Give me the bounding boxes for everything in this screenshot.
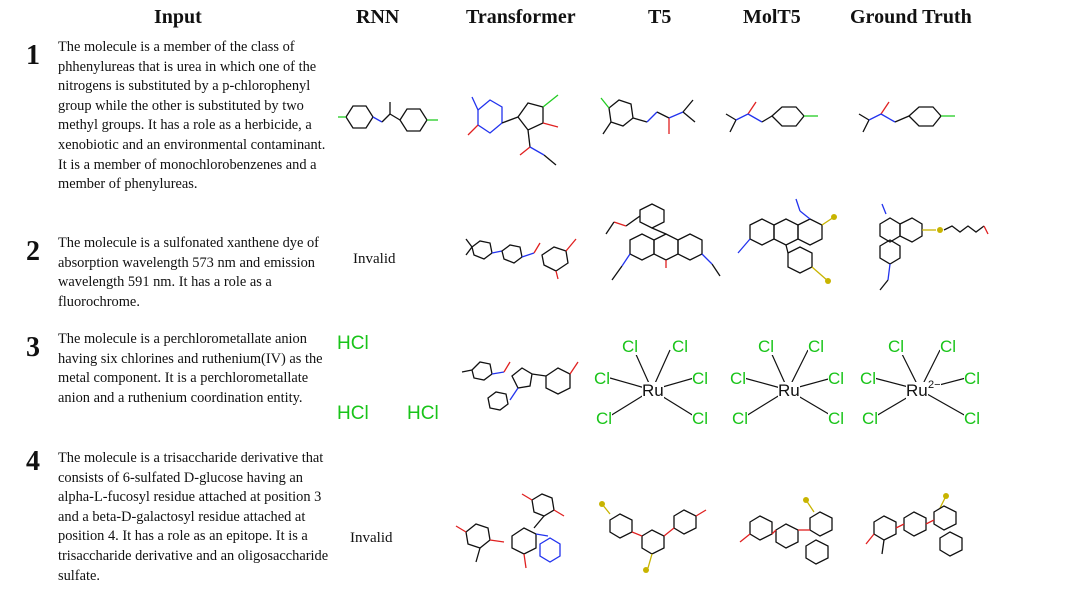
row-4-rnn-invalid: Invalid — [350, 530, 393, 546]
row-3-rnn-hcl-3: HCl — [407, 403, 439, 424]
row-3-molt5-ru-complex: Ru Cl Cl Cl Cl Cl Cl — [730, 337, 845, 428]
row-4-transformer-molecule — [455, 493, 565, 569]
row-2-description: The molecule is a sulfonated xanthene dy… — [58, 235, 319, 310]
row-1-description: The molecule is a member of the class of… — [58, 39, 326, 193]
row-3-ground-truth-ru-complex: Ru 2− Cl Cl Cl Cl Cl Cl — [860, 337, 981, 428]
row-3-rnn-hcl-1: HCl — [337, 333, 369, 354]
row-1-ground-truth-molecule — [858, 101, 955, 133]
row-1-t5-molecule — [600, 97, 696, 135]
row-number-3: 3 — [26, 332, 40, 363]
header-input: Input — [154, 6, 202, 28]
row-4-molt5-molecule — [739, 497, 833, 565]
row-1-transformer-molecule — [467, 94, 559, 166]
row-2-transformer-molecule — [465, 238, 577, 280]
row-4-description: The molecule is a trisaccharide derivati… — [58, 450, 329, 584]
row-1-molt5-molecule — [725, 101, 818, 133]
header-rnn: RNN — [356, 6, 400, 28]
row-number-2: 2 — [26, 236, 40, 267]
row-2-molt5-molecule — [737, 198, 837, 284]
row-2-rnn-invalid: Invalid — [353, 251, 396, 267]
row-3-description: The molecule is a perchlorometallate ani… — [58, 331, 323, 406]
row-3-transformer-molecule — [461, 361, 579, 411]
row-1-rnn-molecule — [338, 102, 438, 132]
ru-charge: 2− — [928, 379, 941, 391]
row-number-1: 1 — [26, 40, 40, 71]
row-number-4: 4 — [26, 446, 40, 477]
header-molt5: MolT5 — [743, 6, 801, 28]
row-2-t5-molecule — [605, 203, 721, 281]
row-4-ground-truth-molecule — [865, 493, 963, 557]
row-3-t5-ru-complex: Ru Cl Cl Cl Cl Cl Cl — [594, 337, 709, 428]
row-2-ground-truth-molecule — [879, 203, 989, 291]
row-4-t5-molecule — [599, 501, 707, 573]
header-ground-truth: Ground Truth — [850, 6, 972, 28]
header-t5: T5 — [648, 6, 672, 28]
row-3-rnn-hcl-2: HCl — [337, 403, 369, 424]
header-transformer: Transformer — [466, 6, 576, 28]
